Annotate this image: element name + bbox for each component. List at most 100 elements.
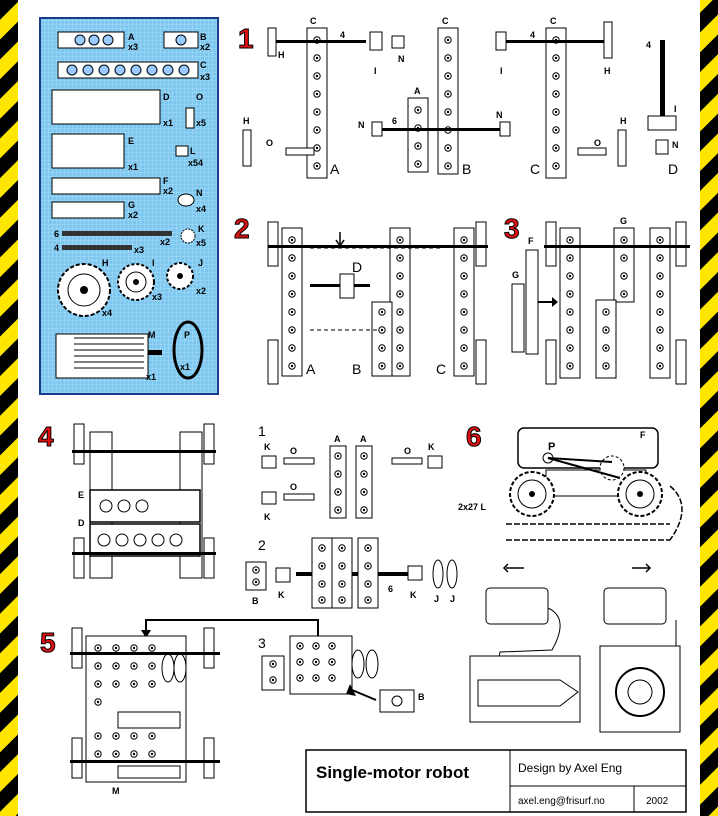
sub1-k-label-3: K (264, 512, 271, 522)
step-5: 5 M (40, 619, 319, 796)
part-i-gear (117, 263, 155, 301)
parts-list-panel: A x3 B x2 C x3 D x1 O x5 (39, 17, 219, 395)
part-axle-4-letter: 4 (54, 243, 59, 253)
step-1-number: 1 (238, 23, 254, 54)
step-2-number: 2 (234, 213, 250, 244)
part-e-qty: x1 (128, 162, 138, 172)
s1-c-label-1: C (310, 16, 317, 26)
s1-c-caption: C (530, 161, 540, 177)
step1-assembly-a (242, 27, 405, 179)
sub3-b-label: B (418, 692, 425, 702)
part-h-sprocket (57, 263, 111, 317)
s6-tread-label: 2x27 L (458, 502, 487, 512)
s1-o-label-1: O (266, 138, 273, 148)
part-f-qty: x2 (163, 186, 173, 196)
part-f-letter: F (163, 176, 169, 186)
part-axle-6-letter: 6 (54, 229, 59, 239)
part-c-qty: x3 (200, 72, 210, 82)
part-n-letter: N (196, 188, 203, 198)
step-2: 2 D A B C (234, 213, 488, 385)
part-a-brick (57, 31, 125, 49)
part-b-qty: x2 (200, 42, 210, 52)
title-block: Single-motor robot Design by Axel Eng ax… (305, 749, 687, 813)
s3-f-label: F (528, 236, 534, 246)
part-h-letter: H (102, 258, 109, 268)
part-b-letter: B (200, 32, 207, 42)
s1-n-label-3: N (496, 110, 503, 120)
s1-h-label-3: H (604, 66, 611, 76)
sub-step-1: 1 K O A A O K O K (258, 423, 443, 522)
s6-p-label: P (548, 441, 555, 453)
part-l-letter: L (190, 146, 196, 156)
s1-o-label-2: O (594, 138, 601, 148)
part-j-qty: x2 (196, 286, 206, 296)
right-hazard-stripe (700, 0, 718, 816)
part-p-letter: P (184, 330, 190, 340)
s1-i-label-2: I (500, 66, 503, 76)
sub-step-1-number: 1 (258, 423, 266, 439)
s1-i-label-3: I (674, 104, 677, 114)
part-k-gear (180, 228, 196, 244)
design-year: 2002 (646, 796, 669, 807)
sub1-k-label-1: K (264, 442, 271, 452)
sub2-b-label: B (252, 596, 259, 606)
part-o-pin (185, 107, 195, 129)
part-b-brick (163, 31, 199, 49)
s1-b-caption: B (462, 161, 471, 177)
part-n-qty: x4 (196, 204, 206, 214)
part-c-brick (57, 61, 199, 79)
s1-d-caption: D (668, 161, 678, 177)
s1-i-label-1: I (374, 66, 377, 76)
part-p-belt (172, 320, 204, 380)
sub2-k-label-1: K (278, 590, 285, 600)
step1-assembly-c (495, 21, 627, 179)
s1-c-label-2: C (442, 16, 449, 26)
part-d-qty: x1 (163, 118, 173, 128)
part-g-qty: x2 (128, 210, 138, 220)
part-axle-4 (62, 245, 132, 250)
part-axle-4-qty: x3 (134, 245, 144, 255)
direction-right-view (599, 563, 681, 733)
s1-n-label-2: N (358, 120, 365, 130)
part-j-letter: J (198, 258, 203, 268)
s1-n-label-1: N (398, 54, 405, 64)
step1-assembly-b (371, 27, 511, 175)
part-p-qty: x1 (180, 362, 190, 372)
step-6: 6 P F 2x27 L (458, 421, 683, 541)
s1-a-label: A (414, 86, 421, 96)
sub2-k-label-2: K (410, 590, 417, 600)
sub2-6-label: 6 (388, 584, 393, 594)
s5-m-label: M (112, 786, 120, 796)
part-f-plate (51, 177, 161, 195)
sub-step-2: 2 B K 6 K J J (245, 537, 458, 609)
part-d-letter: D (163, 92, 170, 102)
s4-d-label: D (78, 518, 85, 528)
s1-a-caption: A (330, 161, 340, 177)
s1-h-label-1: H (278, 50, 285, 60)
part-g-plate (51, 201, 125, 219)
part-k-letter: K (198, 224, 205, 234)
s1-axle4-label-1: 4 (340, 30, 345, 40)
part-axle-6-qty: x2 (160, 237, 170, 247)
part-e-plate (51, 133, 125, 169)
s2-d-label: D (352, 259, 362, 275)
s1-h-label-4: H (620, 116, 627, 126)
step-4-number: 4 (38, 421, 54, 452)
sheet-title: Single-motor robot (316, 763, 469, 782)
s1-c-label-3: C (550, 16, 557, 26)
direction-left-view (469, 563, 581, 723)
s2-c-label: C (436, 361, 446, 377)
part-g-letter: G (128, 200, 135, 210)
step-4: 4 E D (38, 421, 216, 579)
s1-axle4-label-2: 4 (530, 30, 535, 40)
part-c-letter: C (200, 60, 207, 70)
step-3-number: 3 (504, 213, 520, 244)
designer-email: axel.eng@frisurf.no (518, 796, 605, 807)
part-l-qty: x54 (188, 158, 203, 168)
s4-e-label: E (78, 490, 84, 500)
sub1-k-label-2: K (428, 442, 435, 452)
part-axle-6 (62, 231, 172, 236)
part-o-letter: O (196, 92, 203, 102)
part-n-bush (177, 193, 195, 207)
